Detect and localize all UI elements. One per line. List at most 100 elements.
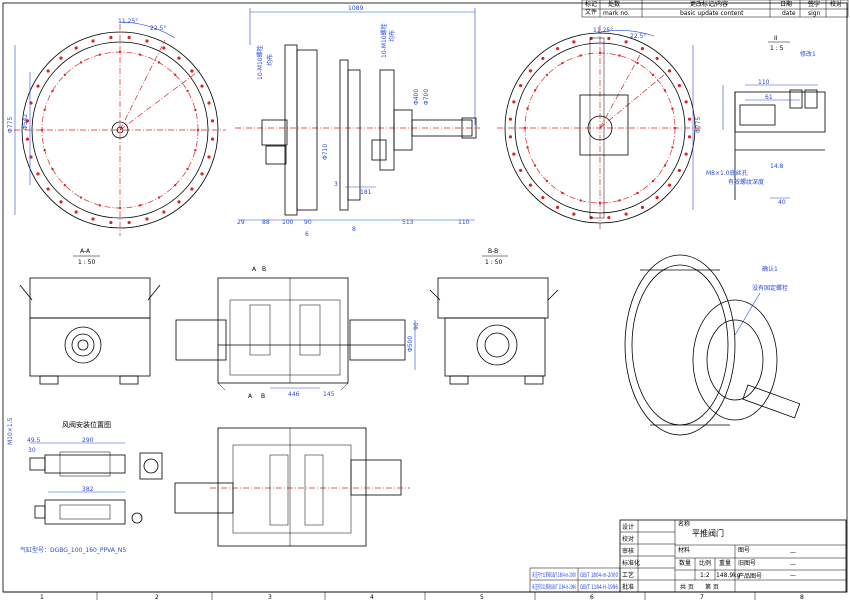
flange-hole [640,47,645,51]
dim-100: 100 [282,219,294,226]
section-b-bot: B [261,393,265,400]
tb-ratio-val: 1:2 [700,572,710,579]
grid-7: 7 [700,594,704,600]
flange-hole [109,35,113,40]
flange-hole [46,187,50,191]
dim-dia-inner: Φ542 [22,114,29,130]
tb-dash-1: — [790,549,796,556]
thread-hole-note: M8×1.0底丝孔 [706,169,748,177]
flange-hole [207,155,211,159]
grid-numbers: 1 2 3 4 5 6 7 8 [40,594,804,600]
bolt-hole [579,199,582,202]
bolt-note-1: 10-M10螺栓 [256,45,264,80]
flange-hole [541,56,545,61]
aa-scale: 1 : 50 [78,259,95,266]
bolt-hole [663,89,667,92]
detail-scale: 1 : 5 [770,45,784,52]
mid-dim-500: Φ500 [407,336,414,352]
bb-scale: 1 : 50 [485,259,502,266]
bolt-hole [173,73,177,77]
grid-5: 5 [480,594,484,600]
flange-hole [624,212,628,216]
disc-inner-ring [31,41,209,219]
section-a-bot: A [248,393,253,400]
flange-hole [572,40,576,44]
bolt-hole [598,201,602,205]
revision-strip: 标记 文件 处数 更改标记/内容 日期 签字 校对 mark no. basic… [581,0,849,18]
cylinder-model: 气缸型号：DGBG_100_160_PPVA_N5 [20,546,126,554]
bolt-hole [194,108,197,112]
flange-hole [177,200,181,204]
flange-hole [667,69,672,73]
rev-qty: 处数 [608,0,620,8]
v-dim-m10: M10×1.5 [7,417,14,445]
bolt-hole [186,167,189,171]
bolt-hole [51,167,54,171]
bolt-hole [663,164,667,167]
valve-install-title: 风阀安装位置图 [62,420,111,429]
confirm-note: 确认1 [762,265,778,273]
bolt-hole [636,191,639,195]
flange-hole [508,117,513,121]
flange-hole [59,56,63,60]
bolt-hole [194,148,197,152]
flange-hole [200,172,204,176]
tb-weight-val: 148.9kg [716,572,741,579]
flange-hole [655,56,659,61]
aa-title: A-A [80,248,91,255]
tb-audit: 审核 [622,547,634,555]
tb-design: 设计 [622,523,634,531]
tb-approve: 批准 [622,583,634,591]
flange-hole [74,210,78,214]
bolt-note-2: 10-M10螺栓 [380,23,388,58]
flange-hole [607,215,611,220]
dim-513: 513 [402,219,414,226]
flange-hole [177,56,181,60]
bolt-hole [671,146,674,149]
flange-hole [25,137,30,141]
bolt-hole [526,146,529,149]
grid-2: 2 [155,594,159,600]
tb-check: 校对 [622,535,634,543]
flange-hole [512,152,516,156]
bolt-hole [636,61,639,65]
bolt-hole [138,53,142,56]
flange-hole [687,117,692,121]
plan-view [174,427,410,547]
grid-8: 8 [800,594,804,600]
rev-sub-sign: sign [808,10,821,17]
flange-hole [684,100,688,104]
bolt-hole [79,196,83,199]
tb-tol1-code: GB/T 1804-m-2000 [580,572,618,579]
flange-hole [200,84,204,88]
flange-hole [687,135,692,139]
det-dim-40: 40 [778,199,786,206]
bolt-hole [196,128,200,132]
dim-8: 8 [352,226,356,233]
tb-sheet: 第 页 [705,583,719,591]
flange-hole [677,83,681,88]
no-bolt-note: 没有固定螺栓 [752,284,788,292]
flange-hole [25,119,30,123]
det-dim-110: 110 [758,79,770,86]
bolt-hole [579,54,582,57]
bolt-hole [561,61,564,65]
bolt-hole [545,179,549,183]
flange-hole [210,119,215,123]
dim-angle-4: 22.5° [630,33,646,40]
dim-angle-1: 11.25° [118,18,138,25]
dim-angle-2: 22.5° [150,25,166,32]
flange-hole [46,69,50,73]
dim-400: Φ400 [413,89,420,105]
flange-hole [210,137,215,141]
flange-hole [127,220,131,225]
isometric-view: 确认1 没有固定螺栓 [624,254,801,436]
dim-90: 90 [304,219,312,226]
angle-ray [599,54,641,129]
dim-6: 6 [305,231,309,238]
rev-file: 文件 [585,8,597,16]
bolt-hole [118,50,122,54]
flange-hole [655,195,659,200]
bolt-hole [173,183,177,187]
tb-product-no: 产品图号 [738,572,762,580]
